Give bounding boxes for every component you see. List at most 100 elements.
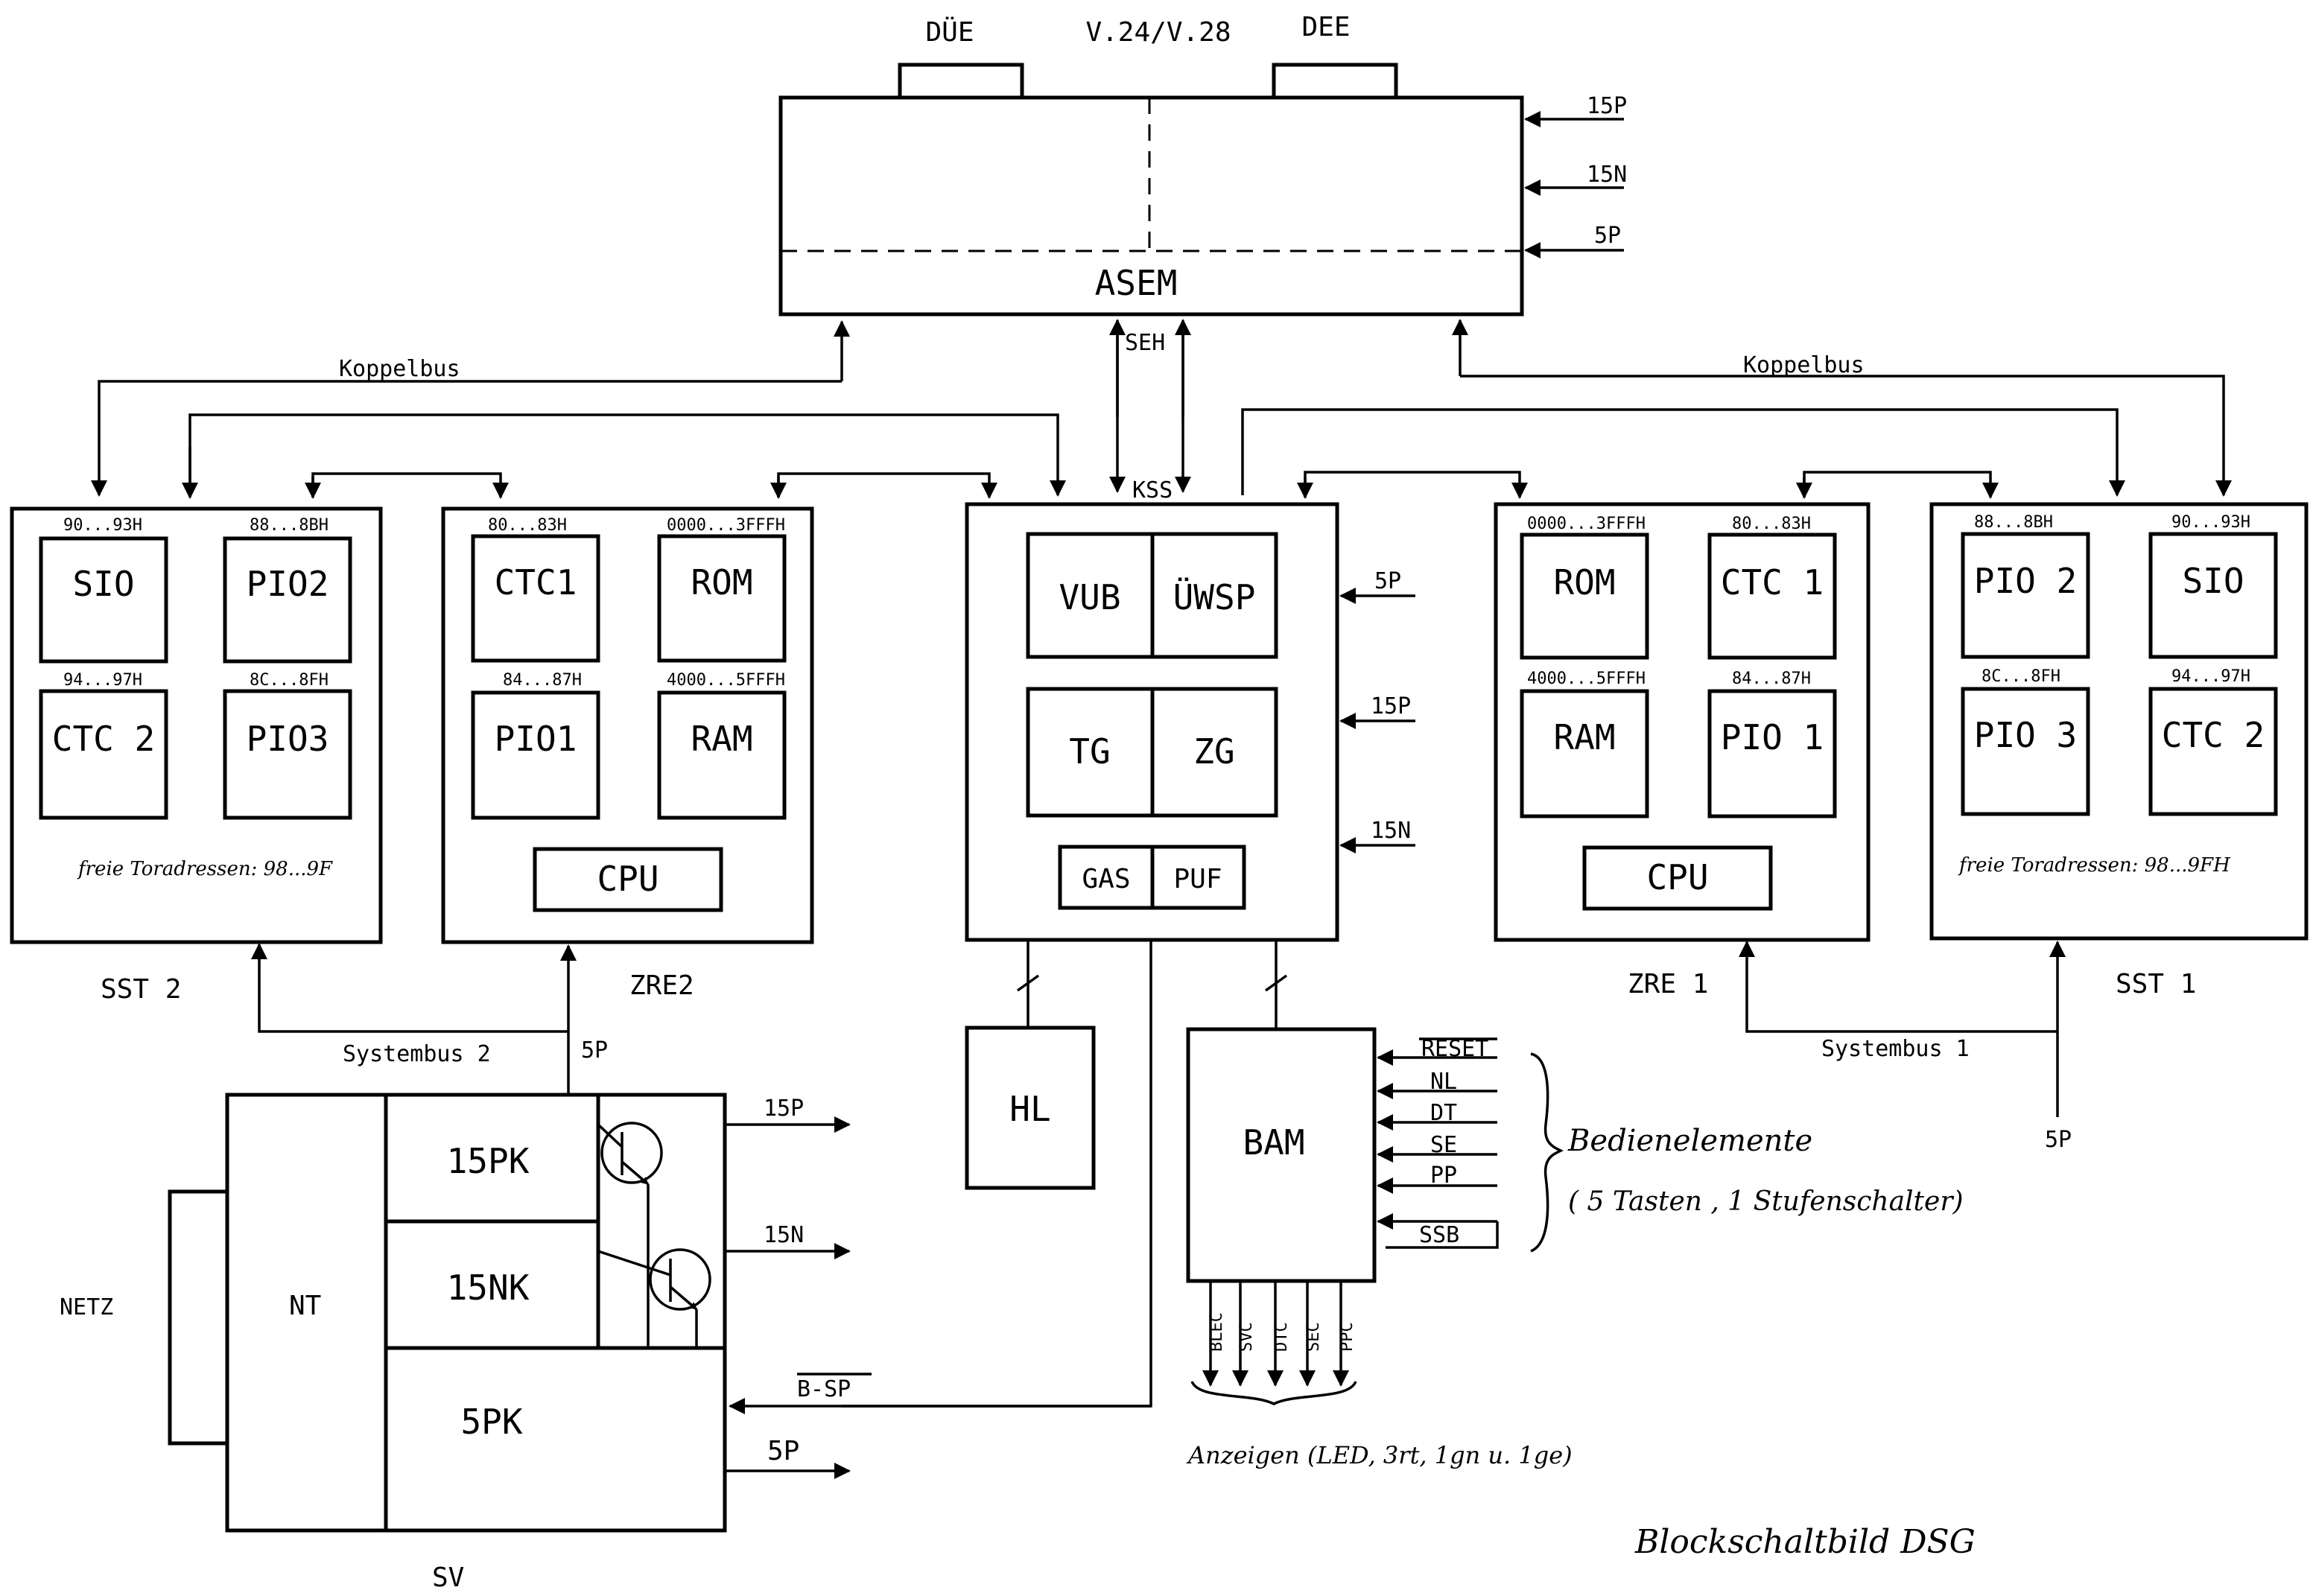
controls-detail: ( 5 Tasten , 1 Stufenschalter) [1568,1186,1964,1217]
transistor-15n [649,1248,711,1311]
kss-label: KSS [1132,477,1173,503]
zre1-rom [1520,532,1649,660]
zre2-pio1-label: PIO1 [495,719,577,759]
zre1-ram-label: RAM [1553,717,1615,757]
sv-15p-label: 15P [764,1096,804,1122]
sst1-note: freie Toradressen: 98...9FH [1958,854,2231,877]
b-sp-label: B-SP [797,1376,851,1402]
sst1-pio2-label: PIO 2 [1974,561,2077,601]
sst1-sio [2148,532,2278,659]
sst1-name: SST 1 [2116,969,2196,999]
zre2-ctc1-addr: 80...83H [488,516,567,535]
seh-label: SEH [1125,330,1165,356]
zre1-ctc1-addr: 80...83H [1732,515,1811,533]
center-15p-label: 15P [1371,693,1411,719]
sst1-ctc2-label: CTC 2 [2162,715,2265,755]
controls-brace [1530,1052,1564,1253]
netz-label: NETZ [60,1294,113,1320]
zre2-rom-label: ROM [691,562,752,603]
sp-left-label: 5P [581,1037,608,1064]
bam-output-sec: SEC [1304,1322,1323,1352]
sst1-ctc2-addr: 94...97H [2171,667,2250,686]
systembus-lines: Systembus 2 5P Systembus 1 5P [251,941,2072,1153]
seh-kss-bus: SEH KSS [1109,319,1191,503]
sst2-pio2 [223,536,352,664]
zre2-ctc1-label: CTC1 [495,562,577,603]
zre2-cpu [533,847,723,912]
sst2-ctc2-label: CTC 2 [52,719,155,759]
tg-label: TG [1069,731,1110,772]
bam-input-reset: RESET [1421,1036,1488,1062]
sst2-pio2-addr: 88...8BH [250,516,329,535]
zre1-ctc1 [1707,532,1837,660]
bam-input-se: SE [1430,1132,1457,1158]
bam-input-pp: PP [1430,1163,1457,1189]
sst1-pio3-label: PIO 3 [1974,715,2077,755]
sst2-sio-addr: 90...93H [63,516,142,535]
zre2-pio1-addr: 84...87H [503,671,582,690]
dee-connector [1272,63,1398,100]
zre2-ram [657,690,787,820]
zre2-board: 80...83H 0000...3FFFH 84...87H 4000...5F… [441,506,814,1001]
zre1-cpu [1582,845,1773,911]
bam-output-blec: BLEC [1208,1312,1226,1352]
zre1-pio1-label: PIO 1 [1721,717,1824,757]
nt-label: NT [289,1291,321,1321]
center-5p-label: 5P [1374,568,1401,594]
asem-power-inputs: 15P 15N 5P [1524,93,1627,258]
zre1-pio1 [1707,689,1837,818]
zre1-board: 0000...3FFFH 80...83H 4000...5FFFH 84...… [1494,502,1871,999]
uwsp-label: ÜWSP [1173,577,1256,617]
zre2-rom-addr: 0000...3FFFH [667,516,785,535]
vub-label: VUB [1059,577,1120,617]
zre2-name: ZRE2 [629,970,694,1001]
due-connector [898,63,1024,100]
zg-label: ZG [1193,731,1234,772]
sst1-pio3-addr: 8C...8FH [1982,667,2060,686]
zre1-rom-label: ROM [1553,562,1615,603]
sp-right-label: 5P [2045,1127,2072,1153]
15pk-label: 15PK [447,1141,530,1181]
asem-15n-label: 15N [1587,162,1627,188]
zre1-ram-addr: 4000...5FFFH [1527,670,1646,688]
asem-5p-label: 5P [1594,223,1621,249]
puf-label: PUF [1173,864,1222,894]
zre1-rom-addr: 0000...3FFFH [1527,515,1646,533]
dee-label: DEE [1301,12,1350,42]
bam-module: BAM RESET NL DT SE PP SSB Bedienelemente… [1186,1027,1964,1469]
transistor-15p [600,1122,663,1184]
zre2-pio1 [471,690,600,820]
zre1-ram [1520,689,1649,818]
gas-label: GAS [1082,864,1130,894]
indicators-brace [1190,1381,1357,1405]
sst2-pio3 [223,689,352,820]
bam-label: BAM [1243,1122,1304,1163]
zre2-cpu-label: CPU [597,859,659,899]
controls-label: Bedienelemente [1567,1124,1812,1158]
bam-output-ppc: PPC [1338,1322,1357,1352]
bam-input-ssb: SSB [1419,1222,1459,1248]
sst1-sio-label: SIO [2182,561,2244,601]
due-label: DÜE [925,16,974,48]
zre2-ctc1 [471,534,600,663]
indicators-label: Anzeigen (LED, 3rt, 1gn u. 1ge) [1186,1441,1573,1469]
sv-5p-label: 5P [767,1436,799,1466]
sst2-board: 90...93H 88...8BH 94...97H 8C...8FH SIO … [10,506,383,1005]
hl-label: HL [1009,1089,1050,1129]
koppelbus-lines: Koppelbus Koppelbus [91,319,2232,499]
bam-output-dtc: DTC [1272,1322,1291,1352]
zre1-pio1-addr: 84...87H [1732,670,1811,688]
center-module: VUB ÜWSP TG ZG GAS PUF 5P 15P 15N HL [842,502,1415,1408]
bam-input-nl: NL [1430,1069,1457,1095]
sst2-name: SST 2 [101,974,181,1005]
sv-name: SV [432,1562,464,1593]
zre1-name: ZRE 1 [1628,969,1708,999]
sst2-note: freie Toradressen: 98...9F [77,858,333,880]
zre2-rom [657,534,787,663]
zre2-ram-label: RAM [691,719,752,759]
zre1-ctc1-label: CTC 1 [1721,562,1824,603]
bam-input-dt: DT [1430,1100,1457,1126]
bam-output-svc: SVC [1237,1322,1256,1352]
sst1-pio2-addr: 88...8BH [1974,513,2053,532]
